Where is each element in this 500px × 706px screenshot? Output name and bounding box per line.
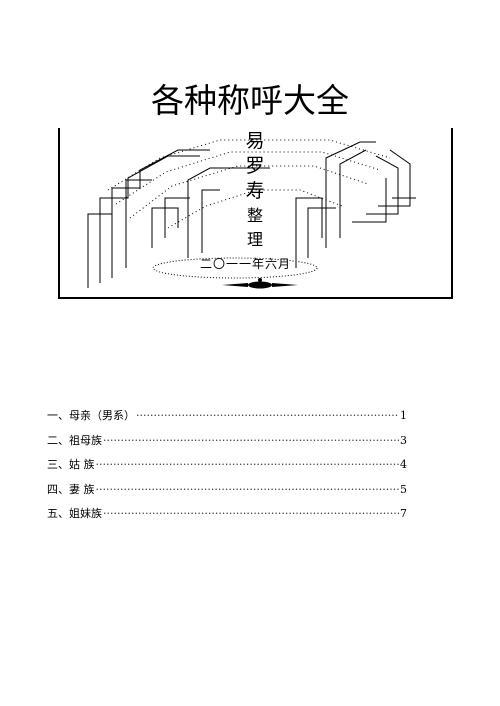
date-text: 二〇一一年六月 bbox=[200, 257, 292, 271]
author-char-3: 寿 bbox=[245, 180, 265, 202]
toc-entry-page: 7 bbox=[400, 507, 407, 520]
toc-entry-page: 3 bbox=[400, 433, 407, 447]
author-char-1: 易 bbox=[245, 130, 265, 152]
toc-entry[interactable]: 二、祖母族 3 bbox=[47, 432, 407, 457]
author-char-4: 整 bbox=[246, 206, 263, 225]
toc-entry-label: 二、祖母族 bbox=[47, 433, 102, 447]
toc-leader-dots bbox=[103, 507, 399, 520]
toc-entry-label: 一、母亲（男系） bbox=[47, 409, 135, 422]
toc-leader-dots bbox=[136, 409, 399, 422]
toc-leader-dots bbox=[96, 483, 400, 496]
toc-leader-dots bbox=[103, 434, 399, 447]
toc-entry[interactable]: 一、母亲（男系） 1 bbox=[47, 407, 407, 432]
toc-entry-page: 1 bbox=[400, 409, 407, 422]
toc-entry[interactable]: 五、姐妹族 7 bbox=[47, 505, 407, 530]
toc-entry[interactable]: 四、妻 族 5 bbox=[47, 481, 407, 506]
toc-entry-page: 4 bbox=[400, 458, 407, 471]
house-outline-decoration bbox=[87, 139, 416, 289]
toc-entry-page: 5 bbox=[400, 482, 407, 496]
author-char-5: 理 bbox=[246, 230, 263, 249]
toc-entry[interactable]: 三、姑 族 4 bbox=[47, 456, 407, 481]
author-char-2: 罗 bbox=[245, 155, 265, 177]
toc-leader-dots bbox=[96, 458, 400, 471]
toc-entry-label: 五、姐妹族 bbox=[47, 507, 102, 520]
table-of-contents: 一、母亲（男系） 1 二、祖母族 3 三、姑 族 4 四、妻 族 5 五、姐妹族… bbox=[47, 407, 407, 530]
document-title: 各种称呼大全 bbox=[151, 81, 349, 120]
toc-entry-label: 四、妻 族 bbox=[47, 482, 95, 496]
toc-entry-label: 三、姑 族 bbox=[47, 458, 95, 471]
cover-panel: 易 罗 寿 整 理 二〇一一年六月 bbox=[58, 128, 453, 299]
